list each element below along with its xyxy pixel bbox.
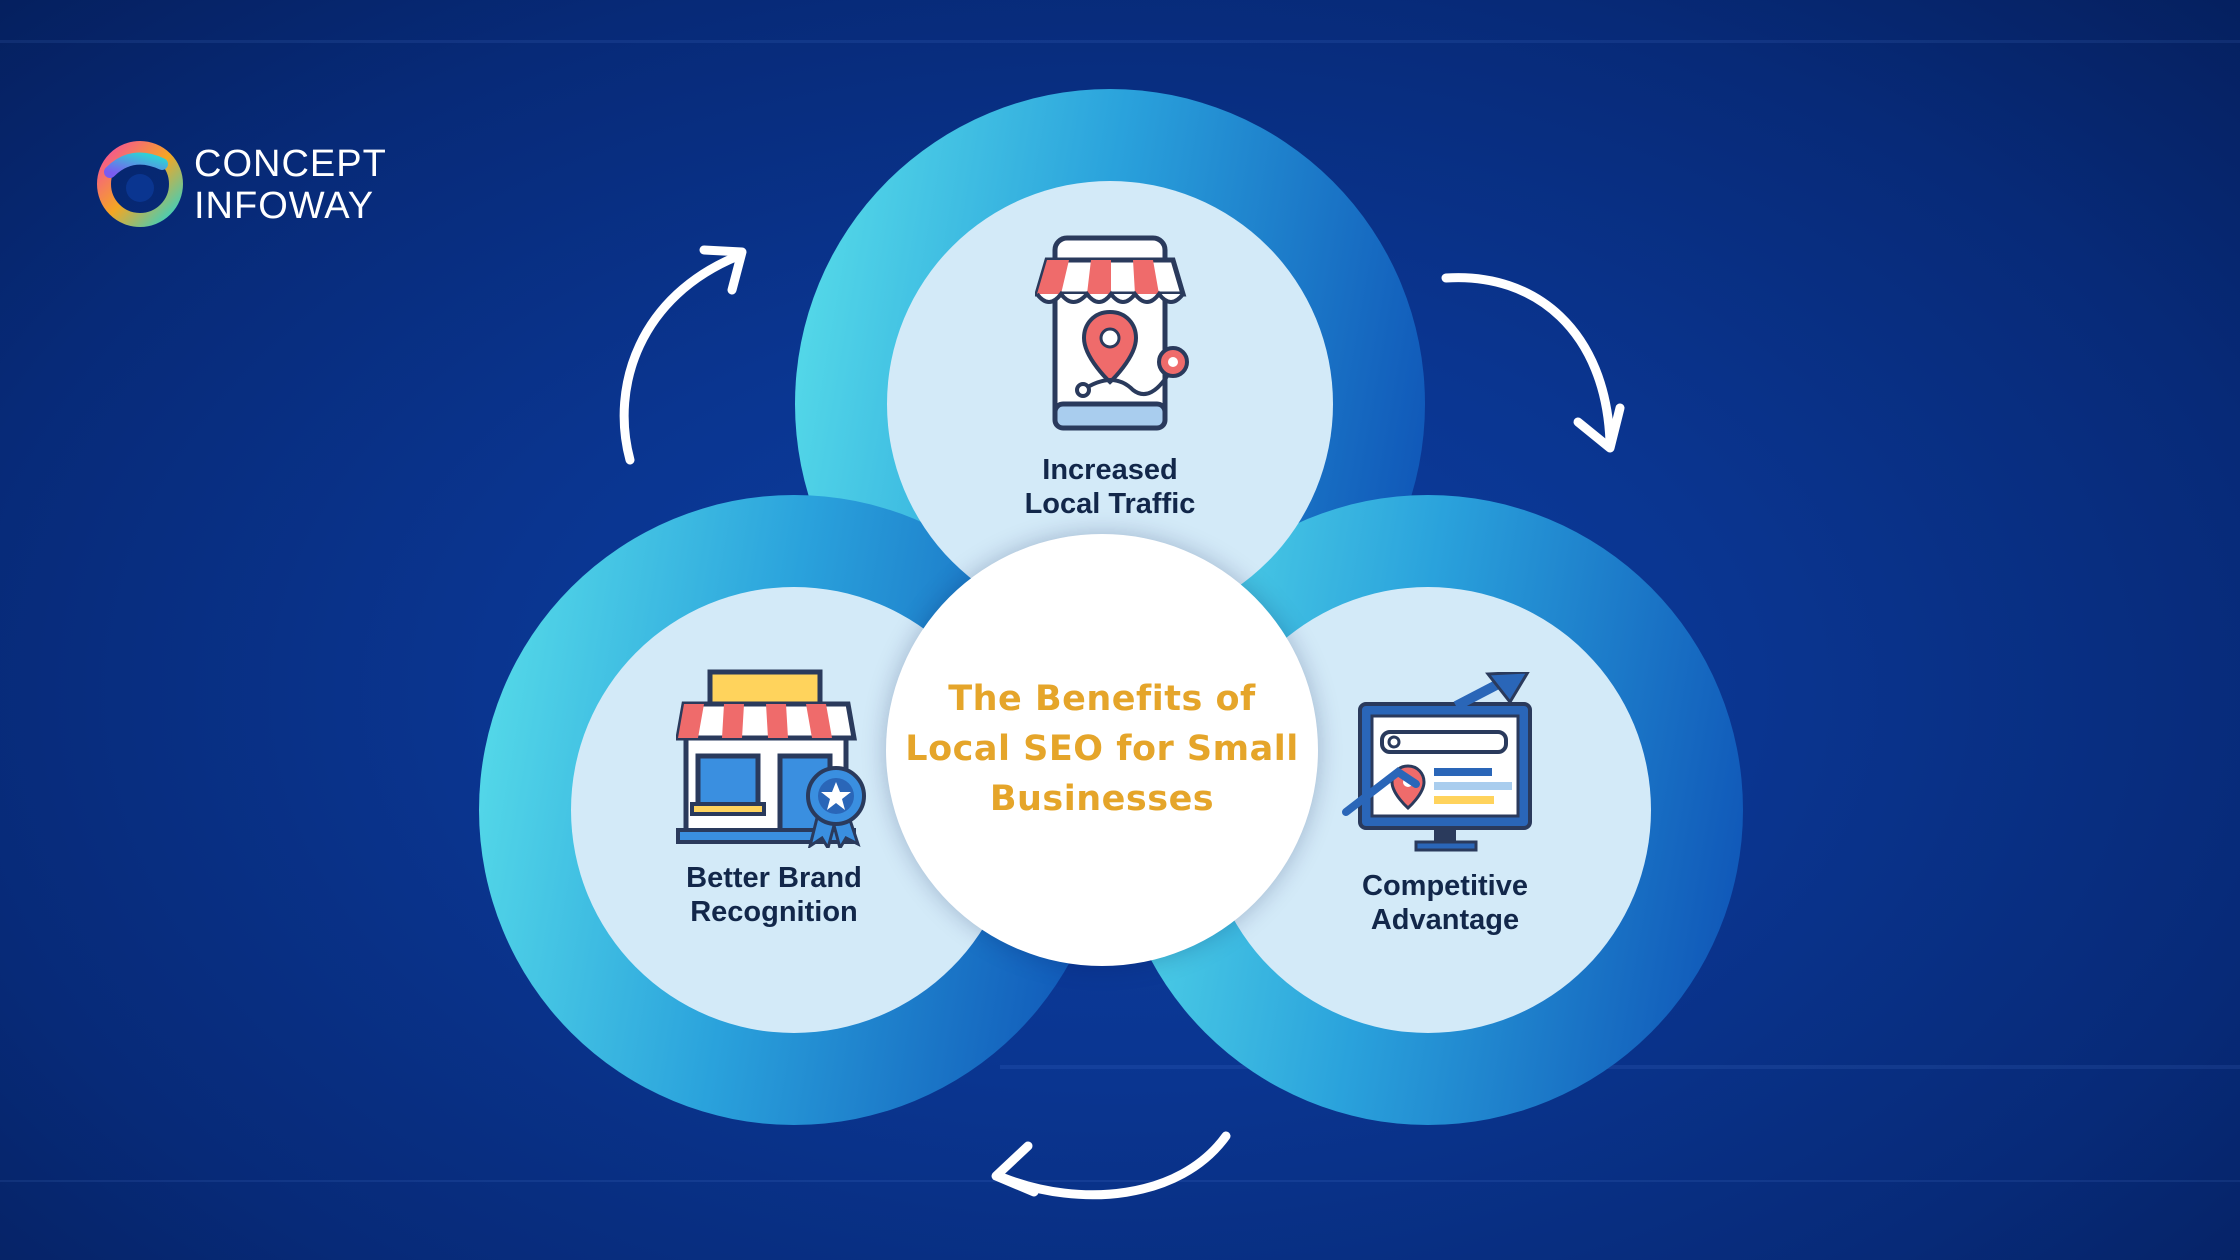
- center-title: The Benefits of Local SEO for Small Busi…: [882, 674, 1322, 824]
- label-increased-local-traffic: Increased Local Traffic: [960, 453, 1260, 521]
- label-competitive-advantage: Competitive Advantage: [1295, 869, 1595, 937]
- background-streak: [1000, 1065, 2240, 1069]
- label-line: Advantage: [1370, 904, 1520, 936]
- label-line: Better Brand: [686, 862, 862, 894]
- logo-text-concept: CONCEPT: [194, 143, 387, 185]
- label-line: Increased: [1042, 454, 1178, 486]
- label-better-brand-recognition: Better Brand Recognition: [624, 861, 924, 929]
- title-line: Local SEO for Small: [905, 729, 1299, 769]
- cycle-arrow-icon: [1436, 262, 1626, 462]
- mobile-store-location-icon: [1035, 232, 1195, 432]
- title-line: The Benefits of: [948, 679, 1256, 719]
- background-streak: [0, 40, 2240, 43]
- label-line: Local Traffic: [1024, 488, 1196, 520]
- title-line: Businesses: [989, 779, 1215, 819]
- logo-swirl-icon: [92, 136, 188, 232]
- background-streak: [0, 1180, 2240, 1182]
- monitor-growth-icon: [1338, 672, 1538, 858]
- label-line: Competitive: [1362, 870, 1528, 902]
- brand-logo: CONCEPT INFOWAY: [92, 136, 392, 236]
- logo-text-infoway: INFOWAY: [194, 185, 375, 227]
- center-disc: [886, 534, 1318, 966]
- label-line: Recognition: [690, 896, 858, 928]
- cycle-arrow-icon: [980, 1120, 1240, 1220]
- cycle-arrow-icon: [600, 236, 760, 476]
- storefront-badge-icon: [676, 668, 876, 848]
